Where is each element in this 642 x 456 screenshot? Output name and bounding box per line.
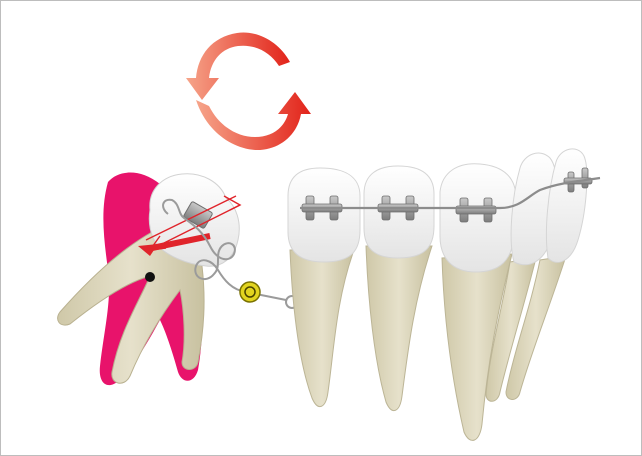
coil-icon xyxy=(240,282,260,302)
tipped-molar-icon xyxy=(58,173,240,386)
incisor-bracket-icon xyxy=(288,149,592,441)
rotation-arrows-icon xyxy=(186,32,311,150)
